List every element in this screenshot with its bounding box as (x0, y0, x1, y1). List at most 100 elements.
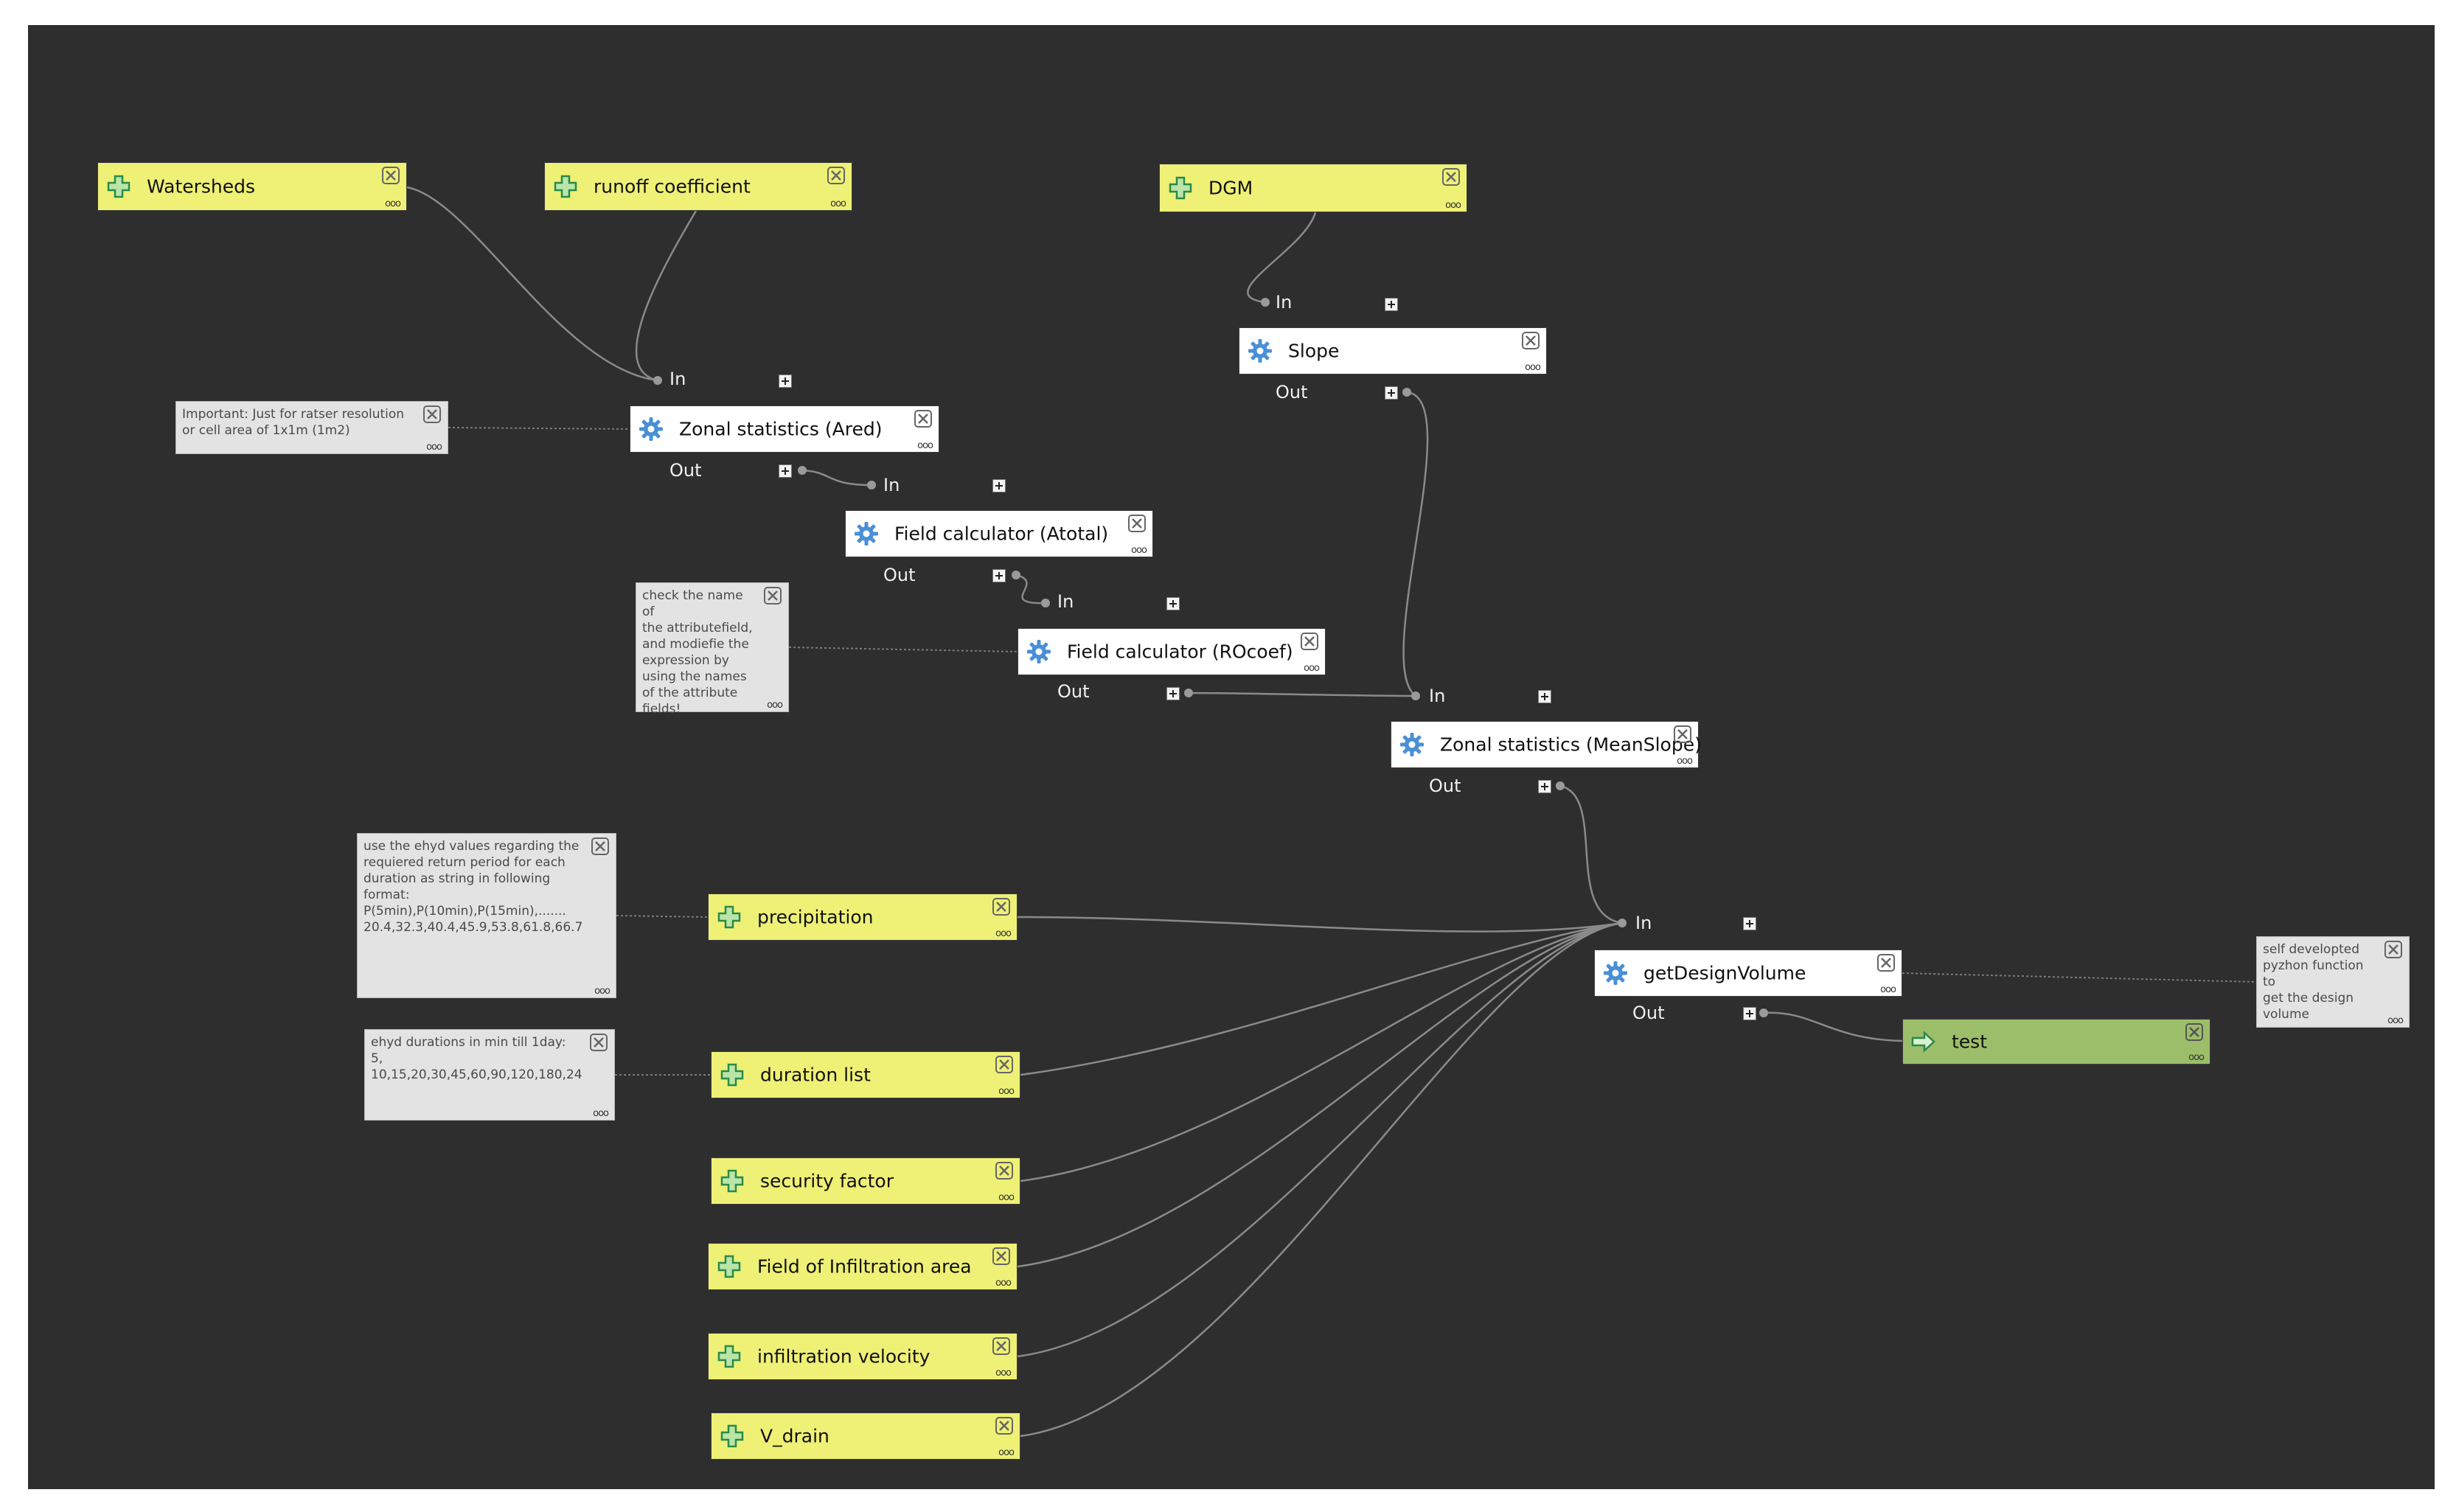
comment-node-check-attribute[interactable]: check the name of the attributefield, an… (636, 582, 789, 717)
more-icon[interactable]: ooo (1525, 362, 1541, 373)
input-node-v-drain[interactable]: V_drain ooo (711, 1412, 1020, 1460)
expand-inputs-toggle[interactable] (1743, 917, 1756, 930)
expand-outputs-toggle[interactable] (1385, 386, 1398, 400)
more-icon[interactable]: ooo (1131, 545, 1147, 556)
more-icon[interactable]: ooo (1880, 984, 1896, 995)
expand-inputs-toggle[interactable] (1538, 690, 1551, 703)
more-icon[interactable]: ooo (593, 1108, 609, 1119)
close-icon[interactable] (2384, 940, 2403, 959)
input-node-precipitation[interactable]: precipitation ooo (708, 893, 1018, 941)
close-icon[interactable] (995, 1055, 1014, 1074)
input-node-infiltration-area[interactable]: Field of Infiltration area ooo (708, 1243, 1018, 1290)
more-icon[interactable]: ooo (830, 198, 846, 209)
close-icon[interactable] (763, 586, 782, 605)
plus-input-icon (1169, 176, 1192, 200)
algorithm-node-field-calculator-atotal[interactable]: Field calculator (Atotal) ooo (845, 510, 1153, 557)
close-icon[interactable] (1876, 953, 1896, 972)
comment-node-ehyd-durations[interactable]: ehyd durations in min till 1day: 5, 10,1… (364, 1029, 615, 1121)
port-in-label: In (1429, 686, 1446, 706)
port-out-label: Out (1632, 1003, 1665, 1023)
close-icon[interactable] (914, 409, 933, 428)
algorithm-node-getdesignvolume[interactable]: getDesignVolume ooo (1594, 950, 1902, 997)
plus-input-icon (720, 1063, 744, 1087)
expand-outputs-toggle[interactable] (1166, 687, 1180, 700)
output-node-test[interactable]: test ooo (1902, 1019, 2210, 1065)
more-icon[interactable]: ooo (995, 1278, 1012, 1289)
close-icon[interactable] (422, 405, 442, 424)
input-node-watersheds[interactable]: Watersheds ooo (97, 162, 407, 211)
close-icon[interactable] (992, 1337, 1011, 1356)
expand-inputs-toggle[interactable] (1166, 597, 1180, 610)
close-icon[interactable] (1127, 514, 1147, 533)
more-icon[interactable]: ooo (998, 1447, 1015, 1458)
gear-icon (639, 417, 663, 441)
port-out-label: Out (669, 460, 702, 481)
close-icon[interactable] (1300, 632, 1319, 651)
more-icon[interactable]: ooo (995, 1368, 1012, 1379)
more-icon[interactable]: ooo (594, 986, 610, 997)
model-canvas[interactable] (28, 25, 2435, 1489)
gear-icon (1248, 339, 1272, 363)
comment-node-important[interactable]: Important: Just for ratser resolution or… (175, 401, 448, 454)
node-label: Slope (1288, 340, 1340, 362)
input-node-runoff-coefficient[interactable]: runoff coefficient ooo (544, 162, 852, 211)
expand-inputs-toggle[interactable] (992, 479, 1006, 492)
more-icon[interactable]: ooo (998, 1192, 1015, 1203)
expand-outputs-toggle[interactable] (1538, 780, 1551, 793)
comment-text: check the name of the attributefield, an… (642, 588, 753, 717)
more-icon[interactable]: ooo (1304, 663, 1320, 674)
close-icon[interactable] (589, 1033, 608, 1052)
port-in-label: In (669, 369, 686, 389)
comment-text: Important: Just for ratser resolution or… (182, 407, 405, 438)
close-icon[interactable] (1521, 331, 1540, 350)
close-icon[interactable] (1673, 725, 1692, 744)
port-in-label: In (1276, 292, 1293, 313)
port-out-label: Out (1276, 382, 1308, 403)
node-label: getDesignVolume (1643, 962, 1806, 984)
close-icon[interactable] (995, 1161, 1014, 1180)
close-icon[interactable] (827, 166, 846, 185)
more-icon[interactable]: ooo (426, 442, 442, 453)
port-in-label: In (1057, 591, 1074, 612)
close-icon[interactable] (995, 1416, 1014, 1435)
expand-outputs-toggle[interactable] (1743, 1007, 1756, 1020)
expand-outputs-toggle[interactable] (992, 569, 1006, 582)
node-label: Watersheds (147, 175, 256, 198)
algorithm-node-slope[interactable]: Slope ooo (1239, 327, 1547, 374)
algorithm-node-zonal-statistics-ared[interactable]: Zonal statistics (Ared) ooo (630, 405, 939, 453)
plus-input-icon (717, 1345, 741, 1368)
more-icon[interactable]: ooo (998, 1086, 1015, 1097)
node-label: Field of Infiltration area (757, 1255, 972, 1278)
node-label: Zonal statistics (Ared) (679, 418, 883, 440)
expand-inputs-toggle[interactable] (779, 374, 792, 388)
algorithm-node-field-calculator-rocoef[interactable]: Field calculator (ROcoef) ooo (1018, 628, 1326, 675)
more-icon[interactable]: ooo (385, 198, 401, 209)
more-icon[interactable]: ooo (995, 928, 1012, 939)
comment-text: use the ehyd values regarding the requie… (363, 839, 583, 935)
plus-input-icon (554, 175, 577, 198)
more-icon[interactable]: ooo (767, 700, 783, 711)
comment-node-self-developed[interactable]: self developted pyzhon function to get t… (2256, 936, 2410, 1028)
close-icon[interactable] (2185, 1022, 2204, 1042)
algorithm-node-zonal-statistics-meanslope[interactable]: Zonal statistics (MeanSlope) ooo (1391, 721, 1702, 768)
input-node-infiltration-velocity[interactable]: infiltration velocity ooo (708, 1333, 1018, 1380)
more-icon[interactable]: ooo (2188, 1052, 2205, 1063)
more-icon[interactable]: ooo (917, 440, 933, 451)
input-node-security-factor[interactable]: security factor ooo (711, 1157, 1020, 1205)
comment-text: ehyd durations in min till 1day: 5, 10,1… (371, 1035, 582, 1082)
more-icon[interactable]: ooo (1445, 200, 1461, 211)
expand-outputs-toggle[interactable] (779, 464, 792, 478)
node-label: runoff coefficient (594, 175, 751, 198)
close-icon[interactable] (381, 166, 400, 185)
node-label: infiltration velocity (757, 1345, 930, 1368)
more-icon[interactable]: ooo (1677, 756, 1693, 767)
comment-node-ehyd-values[interactable]: use the ehyd values regarding the requie… (357, 833, 616, 998)
close-icon[interactable] (591, 837, 610, 856)
close-icon[interactable] (992, 1247, 1011, 1266)
input-node-dgm[interactable]: DGM ooo (1159, 164, 1467, 212)
close-icon[interactable] (1441, 167, 1461, 187)
expand-inputs-toggle[interactable] (1385, 298, 1398, 311)
close-icon[interactable] (992, 897, 1011, 916)
more-icon[interactable]: ooo (2387, 1015, 2404, 1026)
input-node-duration-list[interactable]: duration list ooo (711, 1051, 1020, 1098)
